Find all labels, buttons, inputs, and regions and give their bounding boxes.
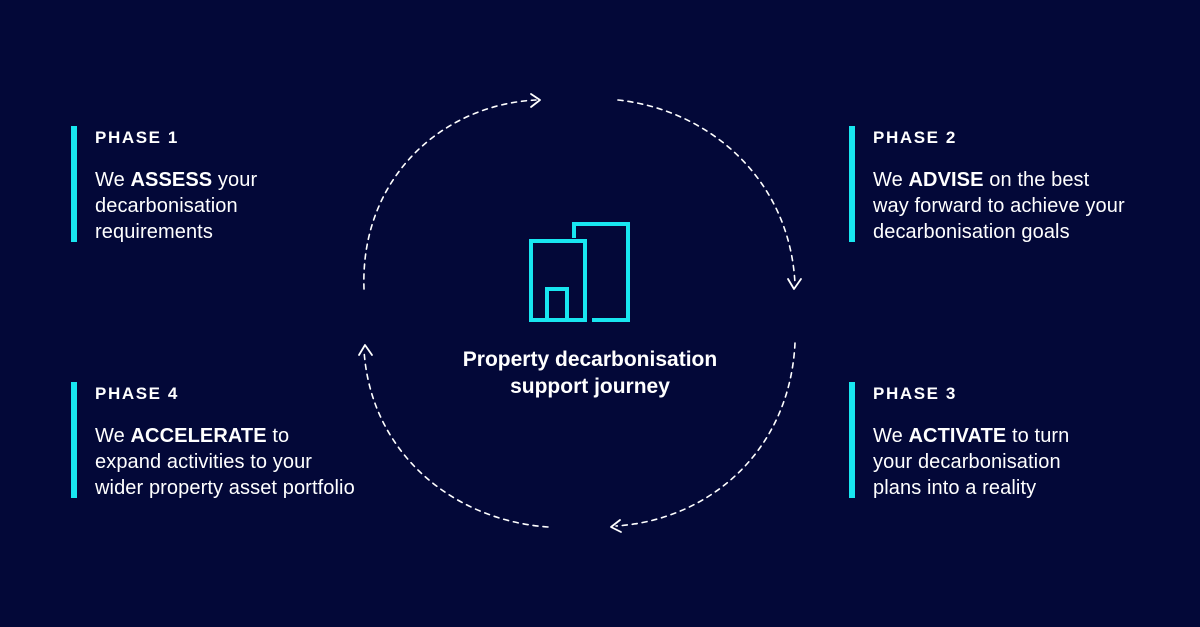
phase-2-prefix: We [873, 169, 909, 191]
phase-4-rest: to [266, 425, 290, 447]
phase-2-line3: decarbonisation goals [873, 221, 1070, 243]
phase-2-verb: ADVISE [908, 169, 984, 191]
phase-2-block: PHASE 2 We ADVISE on the best way forwar… [849, 126, 1189, 245]
arc-phase2-to-phase3 [617, 99, 796, 285]
phase-4-verb: ACCELERATE [130, 425, 267, 447]
arrowhead-bottom [610, 519, 622, 533]
phase-4-line2: expand activities to your [95, 451, 313, 473]
phase-2-description: We ADVISE on the best way forward to ach… [873, 167, 1189, 245]
phase-1-prefix: We [95, 169, 131, 191]
phase-4-block: PHASE 4 We ACCELERATE to expand activiti… [71, 382, 411, 501]
phase-3-title: PHASE 3 [873, 384, 957, 403]
phase-3-block: PHASE 3 We ACTIVATE to turn your decarbo… [849, 382, 1189, 501]
arrowhead-top [530, 93, 541, 108]
phase-3-line2: your decarbonisation [873, 451, 1061, 473]
phase-3-verb: ACTIVATE [908, 425, 1007, 447]
center-title: Property decarbonisation support journey [440, 346, 740, 400]
phase-3-description: We ACTIVATE to turn your decarbonisation… [873, 423, 1189, 501]
phase-3-prefix: We [873, 425, 909, 447]
arc-phase3-to-phase4 [615, 342, 796, 527]
arc-phase4-to-phase1 [363, 349, 549, 528]
phase-3-accent-bar [849, 382, 855, 498]
phase-1-description: We ASSESS your decarbonisation requireme… [95, 167, 401, 245]
phase-4-prefix: We [95, 425, 131, 447]
phase-4-line3: wider property asset portfolio [95, 477, 355, 499]
phase-1-title: PHASE 1 [95, 128, 179, 147]
phase-2-line2: way forward to achieve your [873, 195, 1125, 217]
phase-4-description: We ACCELERATE to expand activities to yo… [95, 423, 411, 501]
phase-1-line3: requirements [95, 221, 213, 243]
phase-1-verb: ASSESS [130, 169, 213, 191]
center-title-line1: Property decarbonisation [462, 348, 718, 371]
phase-1-line2: decarbonisation [95, 195, 238, 217]
phase-4-accent-bar [71, 382, 77, 498]
arrowhead-left [358, 344, 373, 356]
phase-1-block: PHASE 1 We ASSESS your decarbonisation r… [71, 126, 401, 245]
phase-3-rest: to turn [1006, 425, 1070, 447]
phase-3-line3: plans into a reality [873, 477, 1037, 499]
phase-1-accent-bar [71, 126, 77, 242]
phase-2-rest: on the best [983, 169, 1090, 191]
buildings-icon [529, 222, 630, 322]
center-title-line2: support journey [510, 375, 670, 398]
phase-2-title: PHASE 2 [873, 128, 957, 147]
phase-2-accent-bar [849, 126, 855, 242]
phase-1-rest: your [212, 169, 258, 191]
phase-4-title: PHASE 4 [95, 384, 179, 403]
arc-phase1-to-phase2 [363, 99, 537, 290]
arrowhead-right [787, 278, 802, 290]
